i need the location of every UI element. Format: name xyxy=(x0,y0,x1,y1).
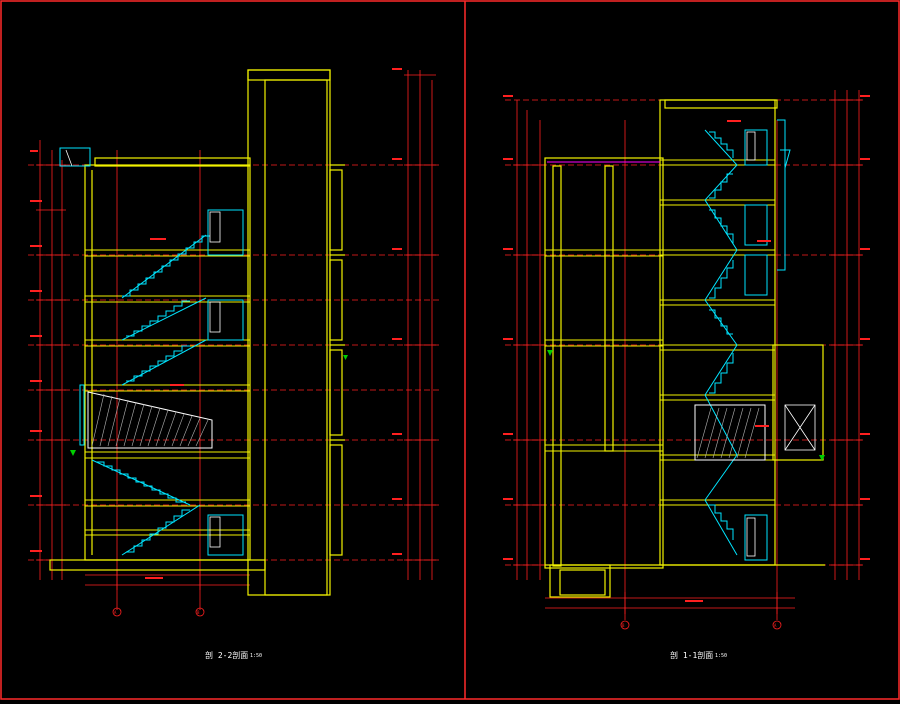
axis-lines xyxy=(516,90,860,620)
wall-outline xyxy=(544,99,825,598)
level-markers xyxy=(70,355,348,456)
svg-text:B: B xyxy=(622,623,625,628)
axis-bubbles: B A xyxy=(620,620,782,630)
window-frames xyxy=(65,149,221,548)
cut-hatch xyxy=(694,404,766,461)
annotation-marks xyxy=(30,68,402,579)
annotation-marks xyxy=(503,95,870,602)
dimension-ticks xyxy=(513,99,863,614)
wall-outline xyxy=(49,69,345,596)
level-markers xyxy=(547,350,825,461)
cut-hatch xyxy=(87,391,213,449)
axis-lines xyxy=(39,70,433,610)
left-section-drawing: A B xyxy=(28,68,440,617)
left-section-scale: 1:50 xyxy=(250,653,263,659)
svg-text:A: A xyxy=(114,610,117,615)
stair-flights xyxy=(59,147,244,556)
dimension-ticks xyxy=(36,74,436,590)
floor-slabs xyxy=(84,249,251,536)
axis-bubbles: A B xyxy=(112,607,205,617)
right-section-title: 剖 1-1剖面 xyxy=(670,651,714,660)
svg-text:A: A xyxy=(774,623,777,628)
left-section-title: 剖 2-2剖面 xyxy=(205,651,249,660)
stair-flights xyxy=(704,119,791,561)
left-section-panel: A B xyxy=(28,68,440,660)
window-frames xyxy=(746,131,816,557)
right-section-drawing: B A xyxy=(503,90,870,630)
right-section-scale: 1:50 xyxy=(715,653,728,659)
level-lines xyxy=(28,164,440,561)
level-lines xyxy=(505,99,865,566)
right-section-panel: B A xyxy=(465,0,900,700)
svg-text:B: B xyxy=(197,610,200,615)
